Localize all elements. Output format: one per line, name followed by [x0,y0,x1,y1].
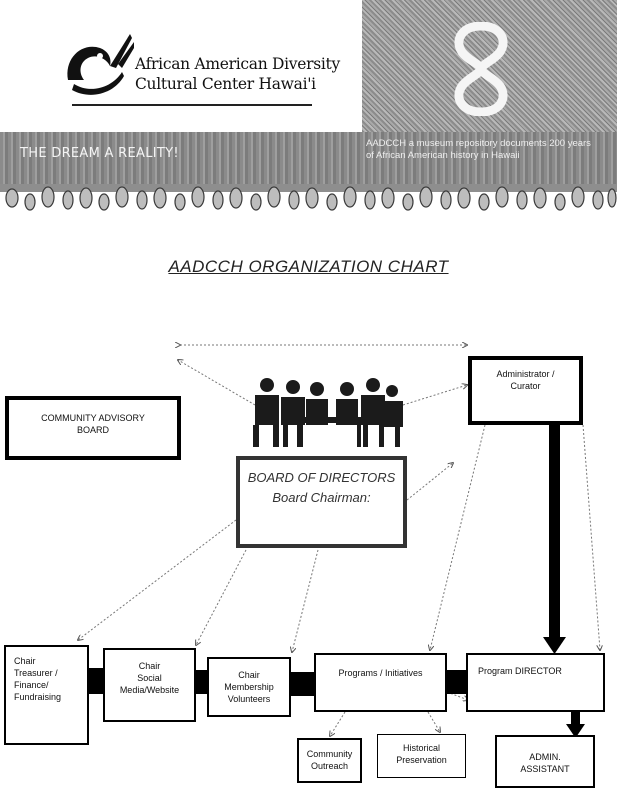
administrator-line2: Curator [510,381,541,391]
historical-line1: Historical [402,743,440,753]
social-line1: Chair [138,661,161,671]
board-line1: BOARD OF DIRECTORS [247,470,396,485]
community-outreach-box: Community Outreach [297,738,362,783]
logo-area: African American Diversity Cultural Cent… [0,0,360,132]
treasurer-finance-box: Chair Treasurer / Finance/ Fundraising [4,645,89,745]
banner-blurb: AADCCH a museum repository documents 200… [366,138,591,161]
program-director-line1: Program DIRECTOR [478,666,562,676]
admin-assistant-line2: ASSISTANT [520,764,570,774]
programs-initiatives-box: Programs / Initiatives [314,653,447,712]
bead-border [0,184,617,211]
adinkra-symbol-icon [454,22,508,116]
community-advisory-board-box: COMMUNITY ADVISORY BOARD [5,396,181,460]
membership-volunteers-box: Chair Membership Volunteers [207,657,291,717]
outreach-line1: Community [306,749,353,759]
treasurer-line1: Chair [14,656,36,666]
bird-logo-icon [67,34,134,95]
social-line2: Social [137,673,162,683]
tagline-band [0,132,617,184]
admin-assistant-box: ADMIN. ASSISTANT [495,735,595,788]
social-media-website-box: Chair Social Media/Website [103,648,196,722]
logo-underline [72,104,312,106]
org-name-line1: African American Diversity [135,55,340,73]
programs-line1: Programs / Initiatives [338,668,423,678]
membership-line3: Volunteers [227,694,271,704]
board-meeting-silhouette-icon [253,378,403,447]
admin-assistant-line1: ADMIN. [529,752,561,762]
treasurer-line3: Finance/ [14,680,49,690]
community-advisory-line2: BOARD [76,425,109,435]
outreach-line2: Outreach [310,761,349,771]
administrator-line1: Administrator / [496,369,555,379]
treasurer-line4: Fundraising [14,692,62,702]
chart-title: AADCCH ORGANIZATION CHART [168,257,449,276]
board-line2: Board Chairman: [272,490,371,505]
social-line3: Media/Website [119,685,180,695]
community-advisory-line1: COMMUNITY ADVISORY [41,413,145,423]
board-of-directors-box: BOARD OF DIRECTORS Board Chairman: [236,456,407,548]
membership-line1: Chair [238,670,260,680]
historical-line2: Preservation [396,755,447,765]
historical-preservation-box: Historical Preservation [377,734,466,778]
treasurer-line2: Treasurer / [14,668,58,678]
org-name: African American Diversity Cultural Cent… [135,54,340,94]
program-director-box: Program DIRECTOR [466,653,605,712]
org-name-line2: Cultural Center Hawai'i [135,75,316,93]
membership-line2: Membership [224,682,274,692]
tagline: THE DREAM A REALITY! [20,146,179,161]
administrator-curator-box: Administrator / Curator [468,356,583,425]
header-banner: African American Diversity Cultural Cent… [0,0,617,218]
